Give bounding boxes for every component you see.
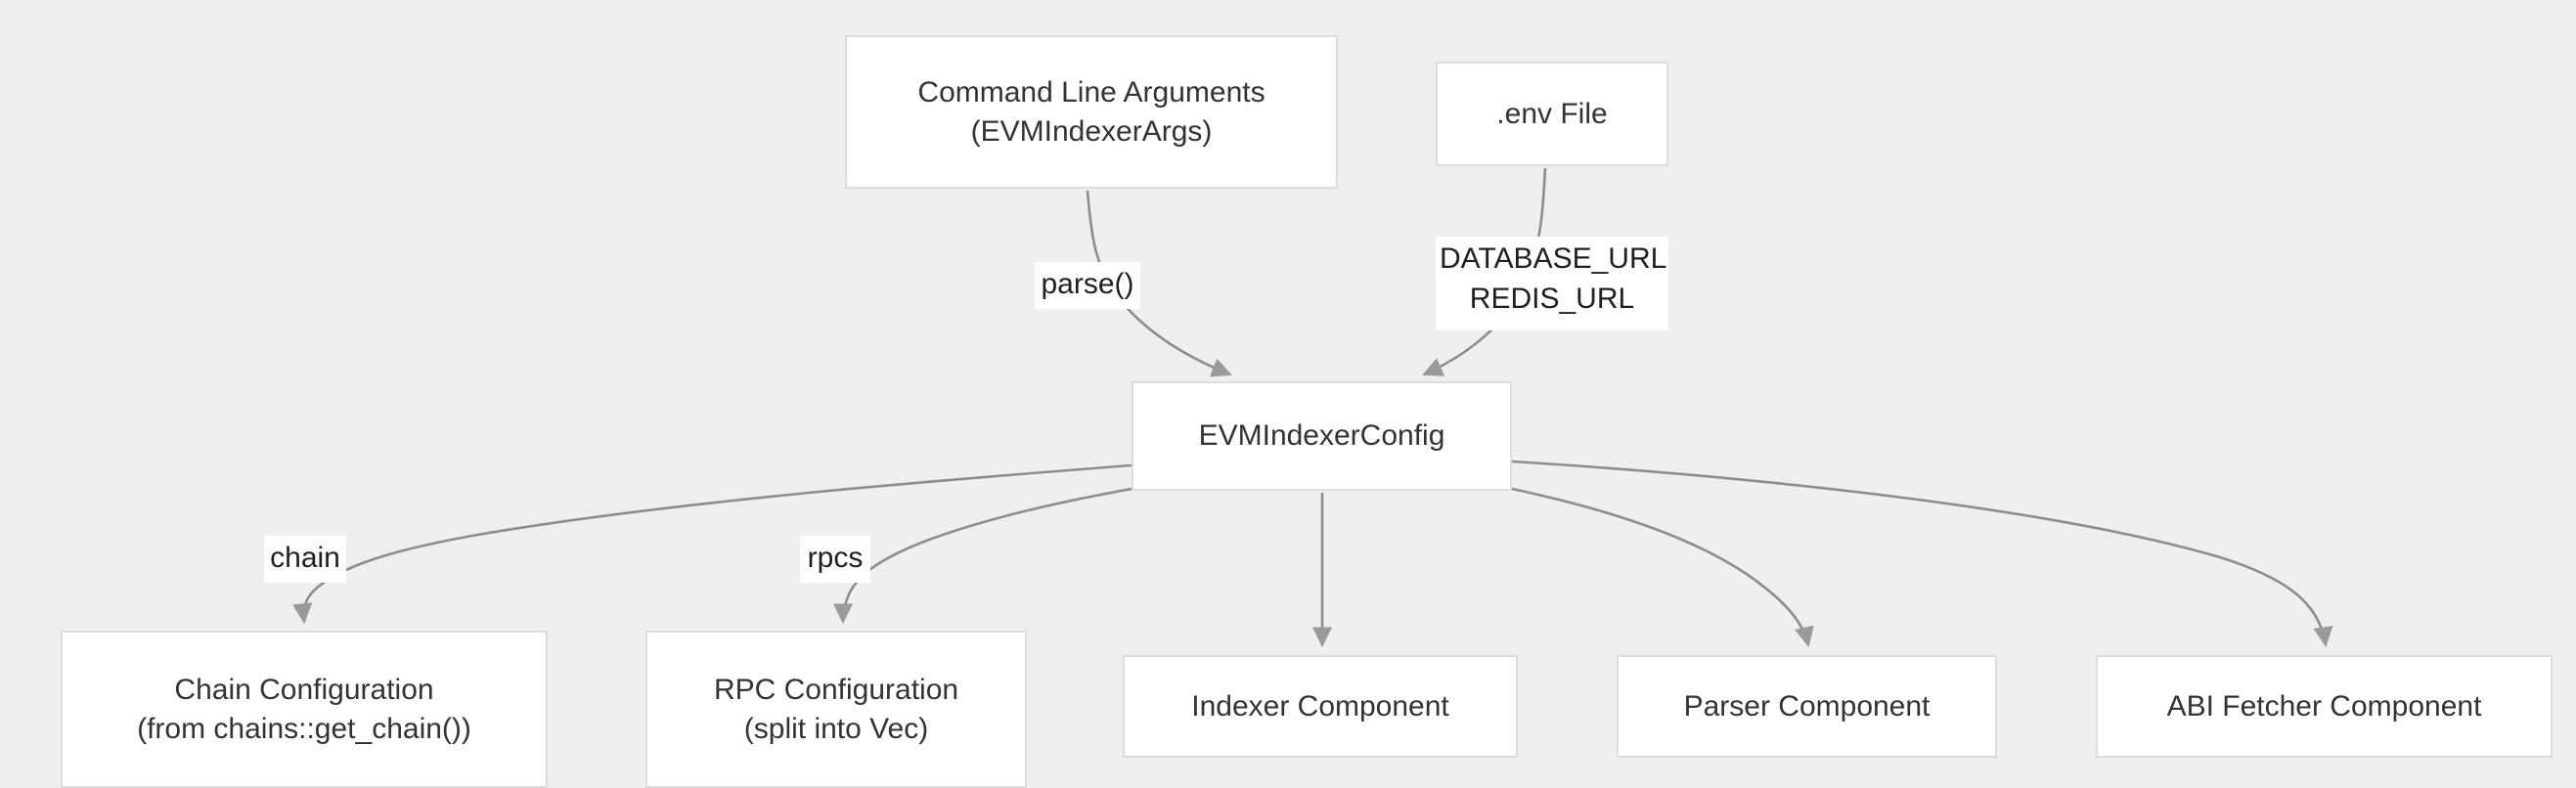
- edge-config-to-chain-config: [292, 463, 1133, 625]
- edge-config-to-abi-fetcher-component: [1511, 460, 2333, 648]
- node-label-line2: (split into Vec): [743, 712, 929, 745]
- node-command-line-arguments[interactable]: Command Line Arguments (EVMIndexerArgs): [845, 35, 1338, 189]
- node-parser-component[interactable]: Parser Component: [1617, 655, 1997, 758]
- node-abi-fetcher-component[interactable]: ABI Fetcher Component: [2096, 655, 2553, 758]
- node-chain-configuration[interactable]: Chain Configuration (from chains::get_ch…: [61, 631, 548, 788]
- node-label-line1: Parser Component: [1683, 689, 1931, 722]
- node-label-line1: Indexer Component: [1191, 689, 1449, 722]
- edge-label-parse: parse(): [1035, 262, 1140, 309]
- node-label-line1: .env File: [1496, 97, 1608, 130]
- node-indexer-component[interactable]: Indexer Component: [1123, 655, 1518, 758]
- node-label-line1: EVMIndexerConfig: [1198, 419, 1445, 453]
- edge-config-to-rpc-config: [832, 487, 1133, 625]
- edge-label-chain: chain: [264, 536, 346, 583]
- node-rpc-configuration[interactable]: RPC Configuration (split into Vec): [645, 631, 1027, 788]
- node-label-line1: Chain Configuration: [174, 673, 434, 706]
- edge-config-to-parser-component: [1511, 487, 1814, 648]
- node-evm-indexer-config[interactable]: EVMIndexerConfig: [1132, 381, 1512, 491]
- node-env-file[interactable]: .env File: [1436, 62, 1668, 166]
- node-label-line2: (from chains::get_chain()): [137, 712, 471, 745]
- edge-label-text-line2: REDIS_URL: [1469, 283, 1635, 316]
- edge-label-text-line1: DATABASE_URL: [1440, 242, 1667, 275]
- edge-label-text: rpcs: [807, 542, 864, 574]
- node-label-line2: (EVMIndexerArgs): [970, 114, 1213, 148]
- node-label-line1: ABI Fetcher Component: [2166, 689, 2482, 722]
- edge-label-text: chain: [270, 542, 340, 574]
- node-label-line1: Command Line Arguments: [917, 75, 1266, 109]
- edge-label-rpcs: rpcs: [800, 536, 870, 583]
- edge-label-env-vars: DATABASE_URL REDIS_URL: [1436, 237, 1668, 330]
- edge-label-text: parse(): [1041, 268, 1134, 300]
- node-label-line1: RPC Configuration: [713, 673, 959, 706]
